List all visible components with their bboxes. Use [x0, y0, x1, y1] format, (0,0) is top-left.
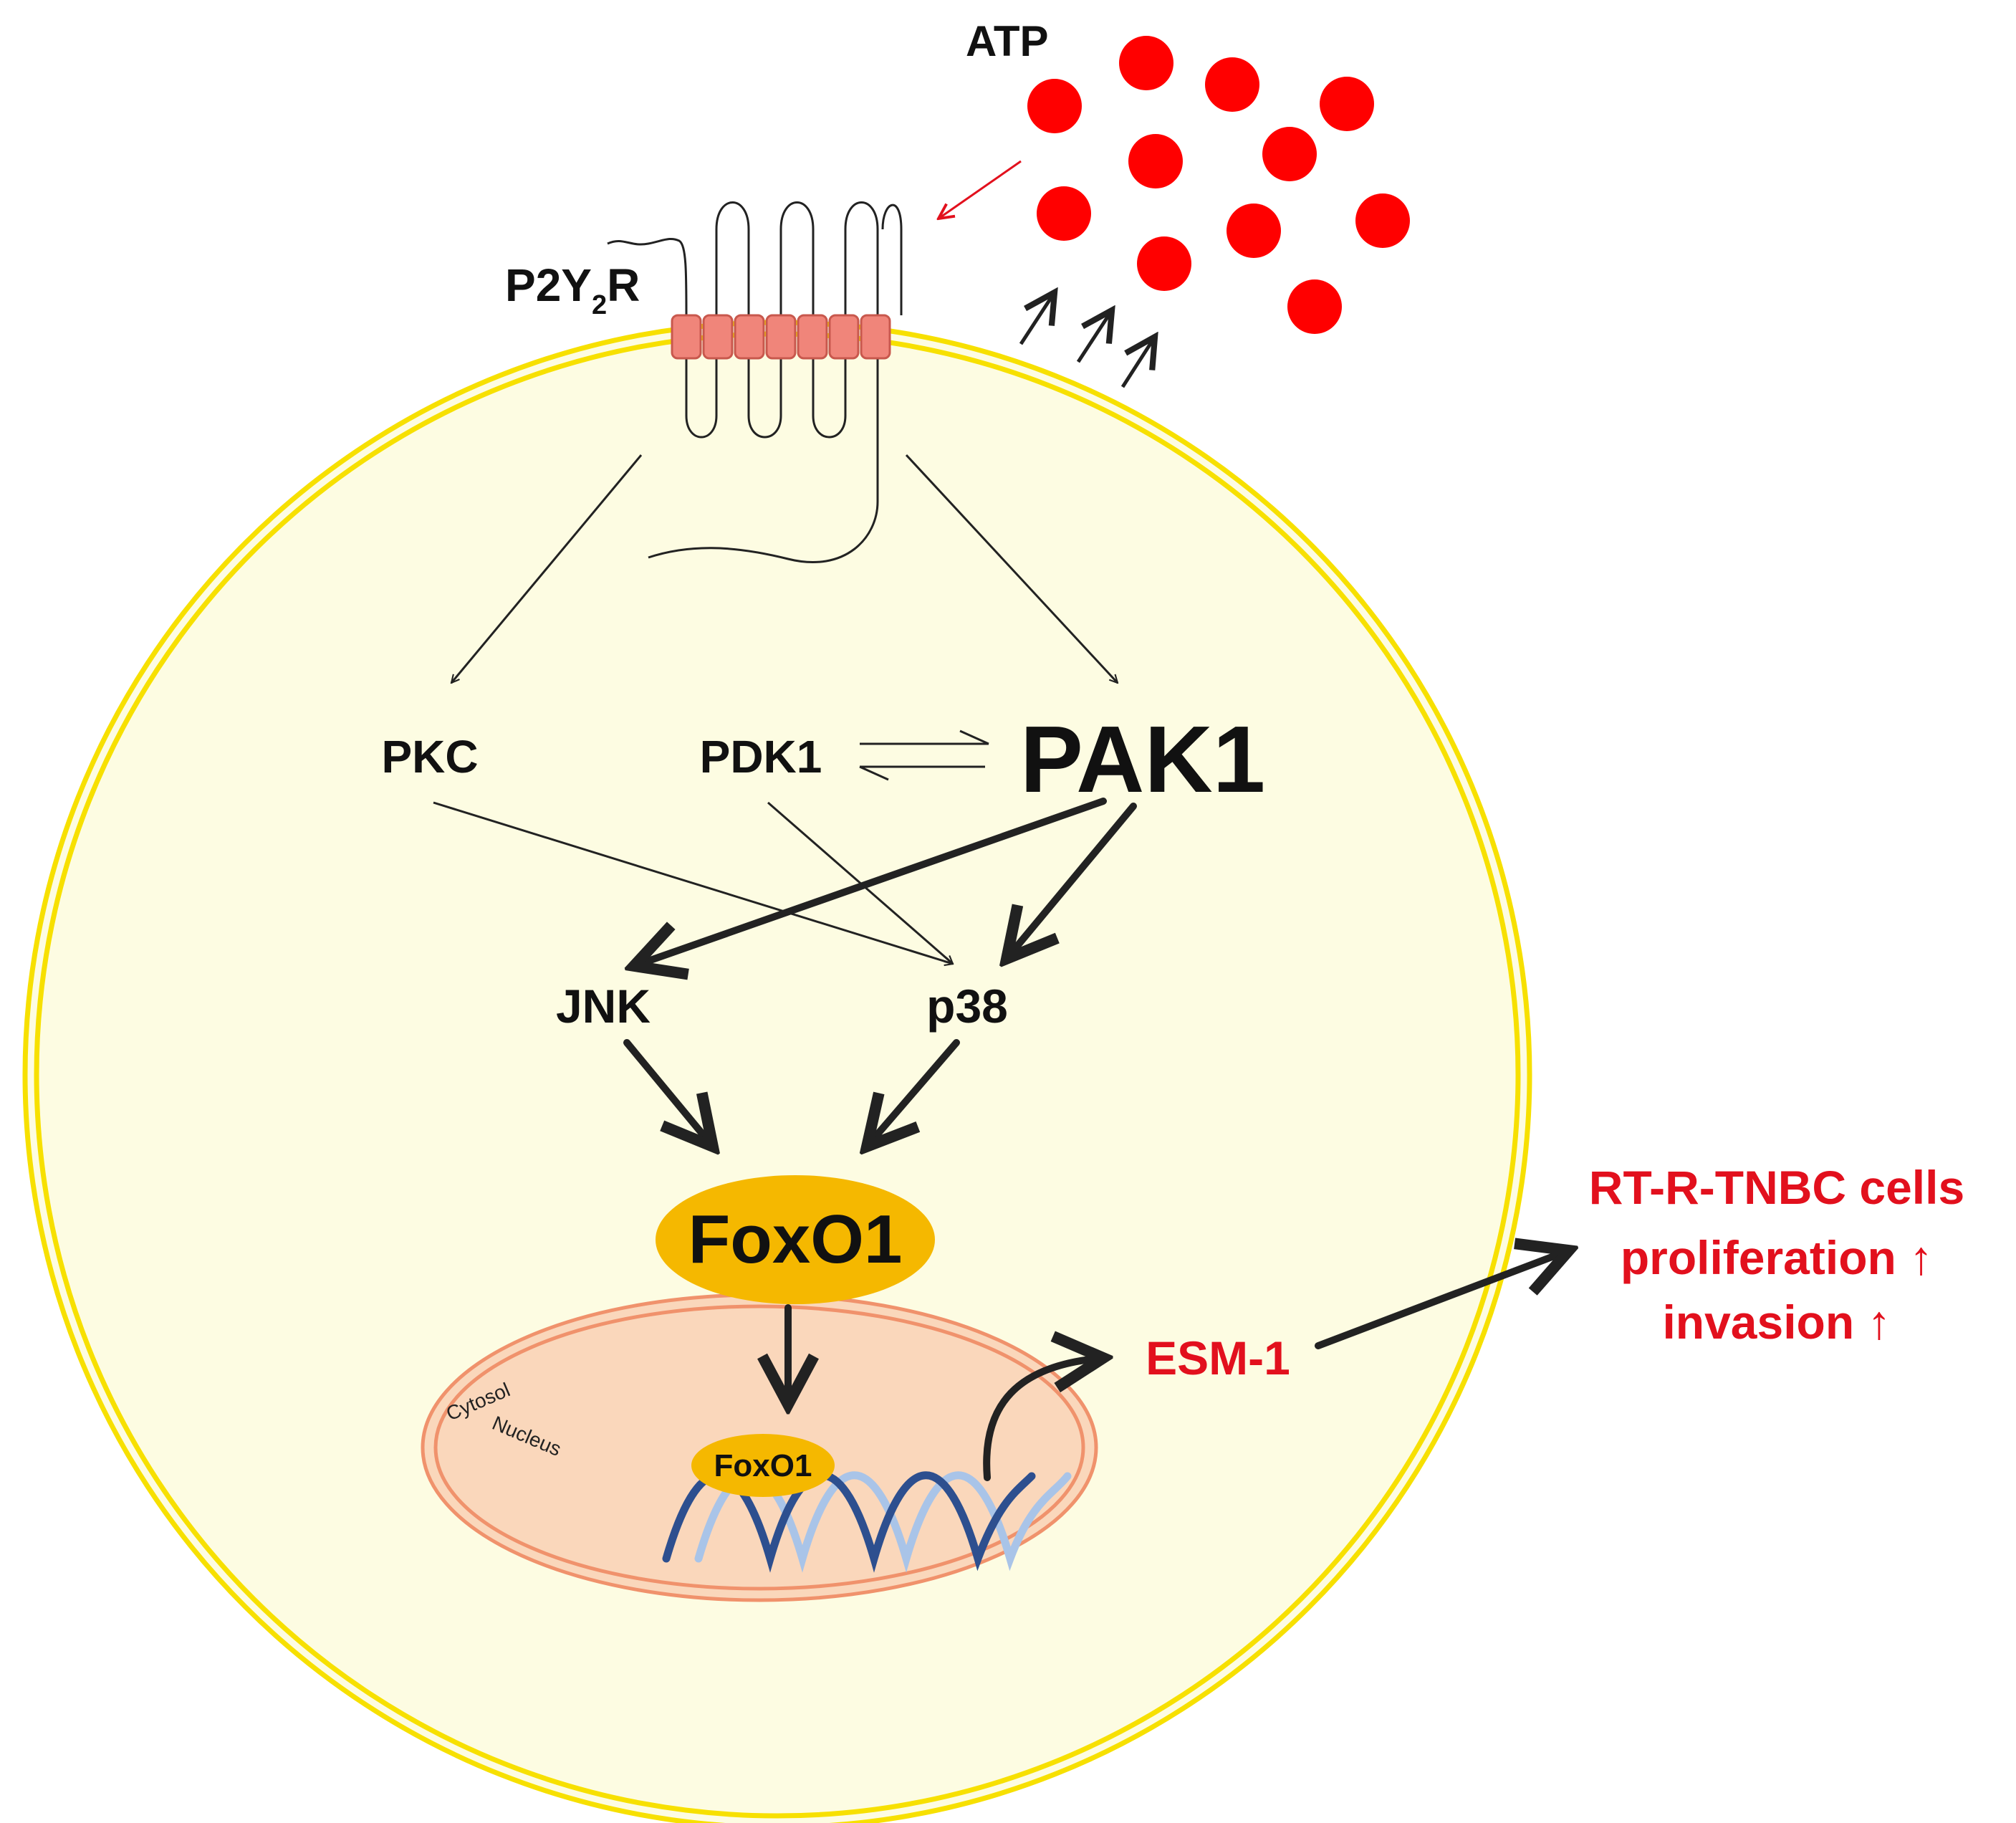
seven-transmembrane-receptor-icon: P2Y2R [505, 201, 903, 563]
receptor-n-terminus [607, 238, 688, 316]
pak1-label: PAK1 [1020, 707, 1265, 812]
esm1-to-outcome-arrow [1315, 1250, 1569, 1349]
signaling-arrows [433, 454, 1569, 1481]
pdk1-to-pak1-arrowhead [959, 729, 989, 745]
receptor-intracellular-loops [648, 358, 879, 563]
red-dot-icon [1037, 186, 1091, 241]
red-dot-icon [1128, 134, 1183, 188]
tm-segment [828, 314, 860, 360]
receptor-label-end: R [607, 259, 640, 311]
receptor-label: P2Y2R [505, 259, 640, 320]
transcription-arrow [983, 1358, 1103, 1481]
jnk-to-foxo1-arrow [623, 1039, 713, 1147]
tm-segment [734, 314, 765, 360]
tm-segment [860, 314, 891, 360]
outcome-text: RT-R-TNBC cells proliferation ↑ invasion… [1589, 1161, 1964, 1349]
tm-segment [797, 314, 828, 360]
jnk-label: JNK [556, 980, 651, 1033]
atp-molecules [1027, 36, 1410, 334]
p38-to-foxo1-arrow [867, 1039, 960, 1147]
tm-segment [702, 314, 734, 360]
up-arrow [1019, 292, 1055, 345]
receptor-to-pak1-arrow [905, 454, 1118, 683]
outcome-line-2: proliferation ↑ [1621, 1231, 1933, 1284]
pak1-to-pdk1-arrowhead [859, 765, 889, 781]
atp-binding-arrow [939, 160, 1022, 219]
receptor-label-main: P2Y [505, 259, 592, 311]
red-dot-icon [1119, 36, 1173, 90]
pkc-label: PKC [381, 731, 478, 783]
tm-segment [671, 314, 702, 360]
foxo1-cytosolic: FoxO1 [656, 1175, 935, 1304]
receptor-segments [671, 314, 891, 360]
pkc-to-p38-arrow [433, 801, 953, 964]
foxo1-cytosolic-oval [656, 1175, 935, 1304]
red-dot-icon [1227, 204, 1281, 258]
esm1-label: ESM-1 [1146, 1331, 1290, 1384]
foxo1-cytosolic-label: FoxO1 [688, 1201, 903, 1278]
red-dot-icon [1287, 279, 1342, 334]
nuclear-envelope-inner [433, 1304, 1085, 1591]
red-dot-icon [1320, 77, 1374, 131]
pak1-to-jnk-arrow [634, 798, 1107, 966]
foxo1-nuclear-label: FoxO1 [714, 1448, 812, 1483]
red-dot-icon [1027, 79, 1082, 133]
outcome-line-3: invasion ↑ [1662, 1296, 1891, 1349]
pdk1-label: PDK1 [700, 731, 822, 783]
foxo1-nuclear-oval [691, 1434, 835, 1497]
up-arrow [1076, 310, 1112, 363]
red-dot-icon [1355, 193, 1410, 248]
red-dot-icon [1262, 127, 1317, 181]
atp-release-arrows [1019, 292, 1155, 388]
foxo1-nuclear: FoxO1 [691, 1434, 835, 1497]
tm-segment [765, 314, 797, 360]
p38-label: p38 [926, 980, 1008, 1033]
atp-label: ATP [966, 17, 1049, 65]
red-dot-icon [1137, 236, 1191, 291]
receptor-extracellular-loops [715, 201, 903, 315]
receptor-to-pkc-arrow [451, 454, 643, 683]
pak1-to-p38-arrow [1007, 803, 1137, 959]
receptor-label-subscript: 2 [592, 290, 607, 320]
up-arrow [1120, 337, 1155, 388]
outcome-line-1: RT-R-TNBC cells [1589, 1161, 1964, 1214]
red-dot-icon [1205, 57, 1259, 112]
